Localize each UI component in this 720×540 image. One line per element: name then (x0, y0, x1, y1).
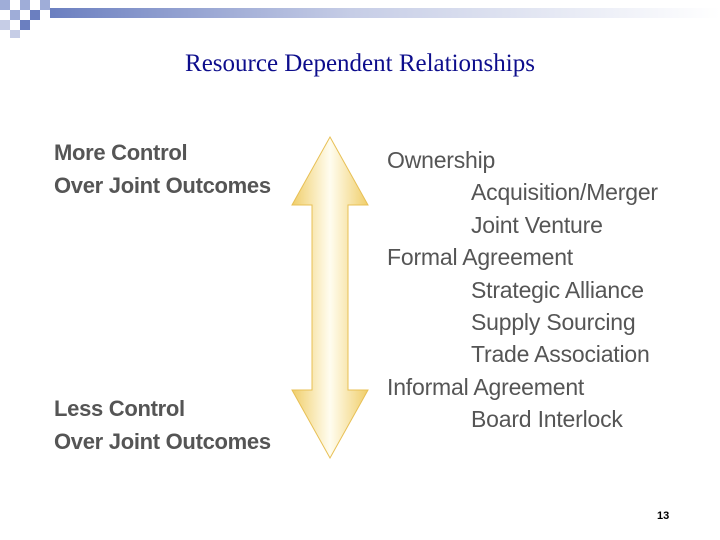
relationship-subitem: Strategic Alliance (471, 276, 644, 303)
page-number: 13 (657, 510, 670, 522)
relationship-category: Informal Agreement (387, 373, 585, 400)
relationship-subitem: Acquisition/Merger (471, 179, 658, 206)
relationship-category: Formal Agreement (387, 244, 573, 271)
slide-title: Resource Dependent Relationships (185, 50, 535, 77)
relationship-subitem: Board Interlock (471, 406, 623, 433)
less-control-line-2: Over Joint Outcomes (54, 429, 271, 454)
more-control-label: More Control Over Joint Outcomes (54, 136, 271, 202)
relationship-subitem: Joint Venture (471, 211, 603, 238)
double-headed-arrow-icon (291, 135, 369, 460)
less-control-line-1: Less Control (54, 396, 185, 421)
relationship-subitem: Trade Association (471, 341, 650, 368)
less-control-label: Less Control Over Joint Outcomes (54, 392, 271, 458)
more-control-line-1: More Control (54, 140, 188, 165)
relationship-category: Ownership (387, 147, 496, 173)
more-control-line-2: Over Joint Outcomes (54, 173, 271, 198)
relationship-subitem: Supply Sourcing (471, 309, 636, 336)
checkered-decoration (0, 0, 720, 38)
